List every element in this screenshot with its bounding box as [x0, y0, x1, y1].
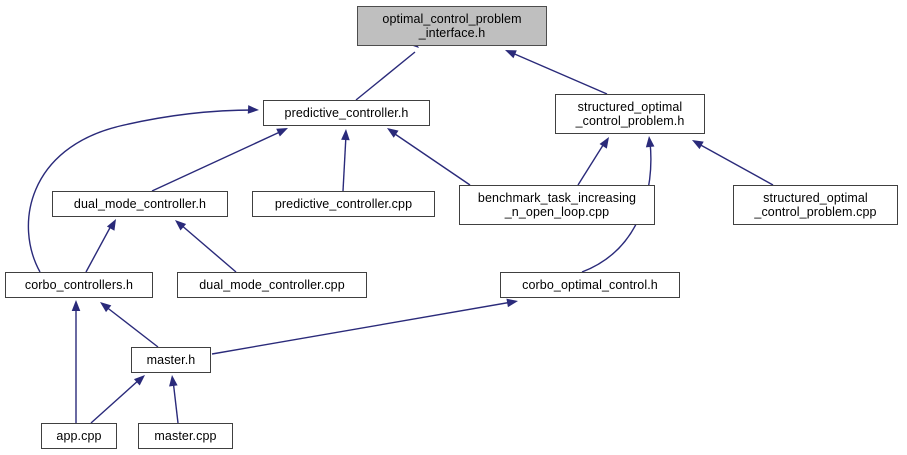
graph-node-socpcpp[interactable]: structured_optimal _control_problem.cpp	[733, 185, 898, 225]
graph-edge-arrowhead	[133, 375, 145, 386]
graph-edge	[577, 141, 606, 186]
graph-node-corboopt[interactable]: corbo_optimal_control.h	[500, 272, 680, 298]
graph-edge-arrowhead	[169, 375, 178, 387]
graph-edge-arrowhead	[71, 300, 81, 311]
graph-node-predcpp[interactable]: predictive_controller.cpp	[252, 191, 435, 217]
graph-node-dmccpp[interactable]: dual_mode_controller.cpp	[177, 272, 367, 298]
graph-edge	[85, 223, 113, 273]
graph-edge-arrowhead	[387, 128, 399, 138]
graph-node-appcpp[interactable]: app.cpp	[41, 423, 117, 449]
graph-edge	[342, 134, 347, 192]
graph-node-socph[interactable]: structured_optimal _control_problem.h	[555, 94, 705, 134]
graph-edge-arrowhead	[599, 137, 609, 149]
graph-edge-arrowhead	[505, 50, 517, 59]
graph-edge-arrowhead	[692, 140, 704, 150]
graph-edge-arrowhead	[100, 302, 112, 313]
graph-node-corboctrl[interactable]: corbo_controllers.h	[5, 272, 153, 298]
graph-node-predh[interactable]: predictive_controller.h	[263, 100, 430, 126]
graph-node-bench[interactable]: benchmark_task_increasing _n_open_loop.c…	[459, 185, 655, 225]
graph-edge-arrowhead	[341, 129, 350, 141]
graph-edge-arrowhead	[247, 105, 259, 114]
graph-edge	[172, 379, 179, 424]
graph-edge-arrowhead	[106, 219, 116, 231]
graph-edge	[509, 51, 608, 95]
graph-edge	[179, 223, 237, 273]
graph-edge	[90, 378, 141, 424]
graph-edge	[355, 51, 416, 101]
graph-node-ocpi[interactable]: optimal_control_problem _interface.h	[357, 6, 547, 46]
graph-edge	[211, 301, 513, 355]
graph-node-mastercpp[interactable]: master.cpp	[138, 423, 233, 449]
graph-edge-arrowhead	[645, 136, 655, 148]
graph-edge-arrowhead	[175, 220, 187, 231]
graph-edge	[151, 130, 283, 192]
graph-edge	[104, 305, 159, 348]
graph-edge	[696, 142, 774, 186]
graph-node-masterh[interactable]: master.h	[131, 347, 211, 373]
graph-edge	[391, 131, 471, 186]
graph-node-dmch[interactable]: dual_mode_controller.h	[52, 191, 228, 217]
graph-edge-arrowhead	[506, 298, 518, 308]
